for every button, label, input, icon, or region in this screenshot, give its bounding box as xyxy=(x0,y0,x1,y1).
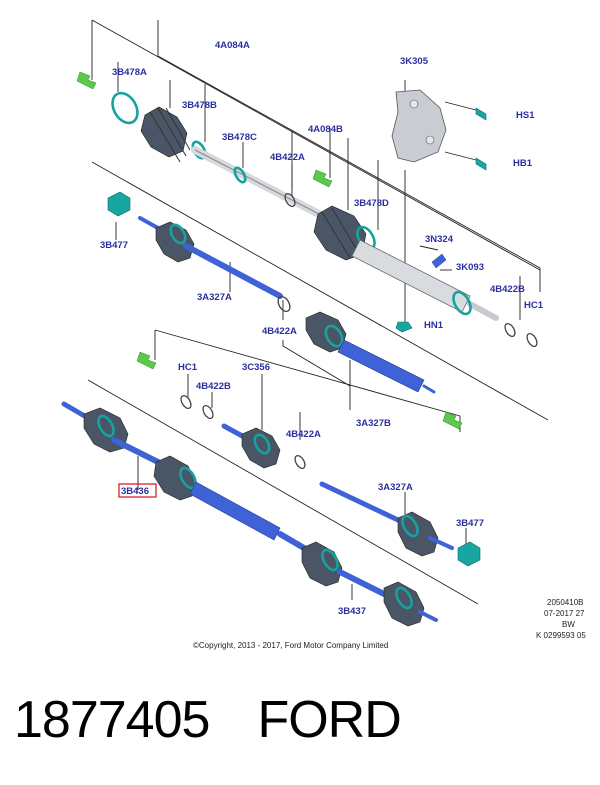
nut-HN1 xyxy=(395,321,413,333)
part-caption: 1877405 FORD xyxy=(14,690,402,750)
label-3K093: 3K093 xyxy=(456,262,484,273)
lower-callout-lines xyxy=(137,329,467,600)
hub-nut-3B477-lower xyxy=(457,541,481,567)
reference-line-1: 2050410B xyxy=(547,598,583,607)
part-labels: 4A084A 3B478A 3B478B 3B478C 4A084B 4B422… xyxy=(100,40,544,617)
label-3A327A-lower: 3A327A xyxy=(378,482,413,493)
assembly-divider-lines xyxy=(87,161,549,605)
label-HB1: HB1 xyxy=(513,158,533,169)
label-HC1-top: HC1 xyxy=(524,300,544,311)
circlip-HC1-lower xyxy=(180,394,192,410)
part-number: 1877405 xyxy=(14,691,210,749)
label-3B477-lower: 3B477 xyxy=(456,518,484,529)
reference-line-3: BW xyxy=(562,620,575,629)
circlip-4B422A-middle xyxy=(277,295,291,313)
brand-name: FORD xyxy=(257,691,401,749)
label-4B422A-lower: 4B422A xyxy=(286,429,321,440)
label-4B422B-top: 4B422B xyxy=(490,284,525,295)
green-arrow-icon xyxy=(442,411,463,430)
copyright-text: ©Copyright, 2013 - 2017, Ford Motor Comp… xyxy=(193,641,388,650)
label-HC1-lower: HC1 xyxy=(178,362,198,373)
label-HN1: HN1 xyxy=(424,320,444,331)
cv-boot-3C356 xyxy=(241,427,281,469)
label-4B422A-middle: 4B422A xyxy=(262,326,297,337)
reference-line-2: 07-2017 27 xyxy=(544,609,585,618)
circlip-4B422A xyxy=(284,192,296,208)
green-arrow-icon xyxy=(76,71,97,90)
label-3B436: 3B436 xyxy=(121,486,149,497)
circlip-4B422B xyxy=(504,322,516,338)
reference-block: 2050410B 07-2017 27 BW K 0299593 05 xyxy=(536,598,586,640)
green-arrow-icon xyxy=(312,169,333,188)
bearing-seal-3K093 xyxy=(452,290,472,316)
center-joint-lower xyxy=(153,455,197,501)
label-3B478C: 3B478C xyxy=(222,132,257,143)
exploded-parts-diagram: 4A084A 3B478A 3B478B 3B478C 4A084B 4B422… xyxy=(61,19,586,650)
green-arrow-icon xyxy=(136,351,157,370)
label-4A084B: 4A084B xyxy=(308,124,343,135)
support-bracket-3K305 xyxy=(391,89,447,163)
label-3B478B: 3B478B xyxy=(182,100,217,111)
bolt-HB1 xyxy=(475,157,487,171)
label-4A084A: 4A084A xyxy=(215,40,250,51)
bolt-HS1 xyxy=(475,107,487,121)
outer-boot-3B437 xyxy=(383,581,425,627)
circlip-4B422A-lower xyxy=(294,454,306,470)
label-3B477-top: 3B477 xyxy=(100,240,128,251)
highlight-box-3B436 xyxy=(118,483,157,498)
label-3B478A: 3B478A xyxy=(112,67,147,78)
label-3N324: 3N324 xyxy=(425,234,454,245)
label-3B478D: 3B478D xyxy=(354,198,389,209)
cv-joint-kit xyxy=(180,394,306,470)
top-driveshaft-assembly xyxy=(111,89,538,348)
label-3B437: 3B437 xyxy=(338,606,366,617)
inner-boot-lower xyxy=(301,541,343,587)
lower-driveshaft-assembly xyxy=(61,401,438,627)
lower-right-shaft xyxy=(319,481,481,567)
label-3A327B: 3A327B xyxy=(356,418,391,429)
seal-ring-3B478A xyxy=(111,91,139,125)
label-4B422A-top: 4B422A xyxy=(270,152,305,163)
label-3K305: 3K305 xyxy=(400,56,429,67)
green-arrow-icons xyxy=(76,71,463,430)
middle-driveshaft-assembly xyxy=(107,191,436,394)
label-4B422B-lower: 4B422B xyxy=(196,381,231,392)
outer-boot-middle xyxy=(155,221,195,263)
circlip-4B422B-lower xyxy=(202,404,214,420)
label-HS1: HS1 xyxy=(516,110,535,121)
label-3C356: 3C356 xyxy=(242,362,270,373)
clip-3N324 xyxy=(431,253,447,269)
reference-line-4: K 0299593 05 xyxy=(536,631,586,640)
circlip-HC1 xyxy=(526,332,538,348)
top-callout-lines xyxy=(91,19,541,410)
hub-nut-3B477 xyxy=(107,191,131,217)
label-3A327A-middle: 3A327A xyxy=(197,292,232,303)
clamp-3B478C xyxy=(233,166,247,184)
